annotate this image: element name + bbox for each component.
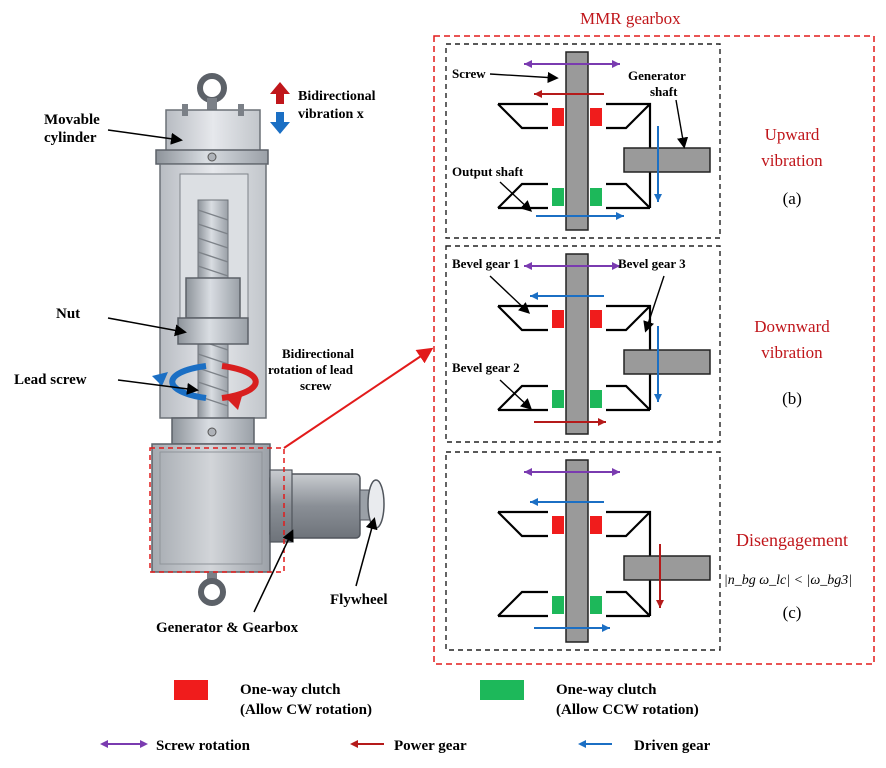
mode-a-tag: (a) bbox=[783, 189, 802, 208]
panel-b-screw-rotation-arrow-head bbox=[612, 262, 620, 270]
mode-a-title-line2: vibration bbox=[761, 151, 823, 170]
legend-driven-gear: Driven gear bbox=[634, 738, 711, 754]
label-screw: Screw bbox=[452, 66, 486, 81]
label-rotation-line1: Bidirectional bbox=[282, 346, 354, 361]
panel-a-clutch-red-right bbox=[590, 108, 602, 126]
label-generator-shaft-line1: Generator bbox=[628, 68, 686, 83]
label-rotation-line3: screw bbox=[300, 378, 332, 393]
mode-c-tag: (c) bbox=[783, 603, 802, 622]
mode-b-tag: (b) bbox=[782, 389, 802, 408]
panel-c-clutch-green-right bbox=[590, 596, 602, 614]
panel-a-clutch-green-right bbox=[590, 188, 602, 206]
panel-b-clutch-green-right bbox=[590, 390, 602, 408]
panel-b-generator-shaft bbox=[623, 349, 711, 375]
panel-c-gear-lower bbox=[497, 590, 651, 618]
label-generator-gearbox: Generator & Gearbox bbox=[156, 620, 299, 636]
label-output-shaft: Output shaft bbox=[452, 164, 524, 179]
screw-threads bbox=[197, 209, 229, 407]
label-lead-screw: Lead screw bbox=[14, 372, 87, 388]
mmr-outer-box bbox=[433, 35, 875, 665]
panel-c-clutch-green-left bbox=[552, 596, 564, 614]
label-flywheel: Flywheel bbox=[330, 592, 388, 608]
panel-c-clutch-red-right bbox=[590, 516, 602, 534]
legend-cw-line2: (Allow CW rotation) bbox=[240, 702, 372, 718]
legend-ccw-line2: (Allow CCW rotation) bbox=[556, 702, 699, 718]
panel-c-generator-arrow-head bbox=[656, 600, 664, 608]
label-movable-line2: cylinder bbox=[44, 130, 97, 146]
panel-b-clutch-green-left bbox=[552, 390, 564, 408]
legend-green-swatch bbox=[480, 680, 524, 700]
panel-c-driven-arrow-head bbox=[530, 498, 538, 506]
legend-cw-line1: One-way clutch bbox=[240, 682, 341, 698]
top-cap bbox=[165, 109, 261, 155]
panel-c-driven-arrow-lower-head bbox=[602, 624, 610, 632]
panel-c-screw-rotation-arrow-tail bbox=[524, 468, 532, 476]
panel-b-screw-shaft bbox=[565, 253, 589, 435]
panel-c-screw-rotation-arrow-head bbox=[612, 468, 620, 476]
mode-c-condition: |n_bg ω_lc| < |ω_bg3| bbox=[724, 573, 852, 588]
legend: One-way clutch (Allow CW rotation) One-w… bbox=[100, 680, 711, 754]
mode-c-title: Disengagement bbox=[736, 530, 848, 550]
nut bbox=[185, 277, 241, 319]
label-generator-shaft-line2: shaft bbox=[650, 84, 678, 99]
legend-red-swatch bbox=[174, 680, 208, 700]
eye-bolt-bottom bbox=[198, 578, 226, 606]
panel-b-gear-lower bbox=[497, 384, 651, 412]
vibration-arrow-down bbox=[270, 112, 290, 134]
panel-a-power-arrow-head bbox=[534, 90, 542, 98]
mmr-title: MMR gearbox bbox=[580, 9, 681, 28]
label-rotation-line2: rotation of lead bbox=[268, 362, 354, 377]
panel-c-generator-shaft bbox=[623, 555, 711, 581]
panel-a-clutch-red-left bbox=[552, 108, 564, 126]
panel-a-frame bbox=[445, 43, 721, 239]
panel-a-gear-outline bbox=[497, 102, 652, 208]
rotation-arrow-blue bbox=[169, 363, 207, 401]
panel-c-screw-shaft bbox=[565, 459, 589, 643]
gearbox-highlight-box bbox=[149, 447, 285, 573]
panel-b-clutch-red-left bbox=[552, 310, 564, 328]
label-vibration-line1: Bidirectional bbox=[298, 89, 376, 104]
panel-a-screw-rotation-arrow-head bbox=[612, 60, 620, 68]
panel-b-screw-rotation-arrow-tail bbox=[524, 262, 532, 270]
label-vibration-line2: vibration x bbox=[298, 107, 364, 122]
panel-b-clutch-red-right bbox=[590, 310, 602, 328]
panel-a-screw-shaft bbox=[565, 51, 589, 231]
panel-a-driven-arrow-head bbox=[616, 212, 624, 220]
mode-b-title-line1: Downward bbox=[754, 317, 830, 336]
legend-power-gear: Power gear bbox=[394, 738, 467, 754]
zoom-arrow bbox=[283, 347, 434, 449]
panel-b-generator-arrow-head bbox=[654, 394, 662, 402]
panel-c-gear-outline bbox=[497, 510, 652, 616]
vibration-arrow-up bbox=[270, 82, 290, 104]
mode-b-title-line2: vibration bbox=[761, 343, 823, 362]
device-illustration bbox=[107, 73, 434, 613]
panel-a-screw-rotation-arrow-tail bbox=[524, 60, 532, 68]
label-bevel-gear-2: Bevel gear 2 bbox=[452, 360, 520, 375]
label-bevel-gear-3: Bevel gear 3 bbox=[618, 256, 686, 271]
panel-b-frame bbox=[445, 245, 721, 443]
rotation-arrow-red bbox=[221, 363, 259, 401]
panel-b-driven-arrow-head bbox=[530, 292, 538, 300]
label-movable-line1: Movable bbox=[44, 112, 100, 128]
gearbox-housing bbox=[151, 443, 271, 573]
label-bevel-gear-1: Bevel gear 1 bbox=[452, 256, 520, 271]
panel-b-power-arrow-head bbox=[598, 418, 606, 426]
legend-screw-rotation: Screw rotation bbox=[156, 738, 251, 754]
panel-a-clutch-green-left bbox=[552, 188, 564, 206]
panel-c-clutch-red-left bbox=[552, 516, 564, 534]
panel-a-generator-shaft bbox=[623, 147, 711, 173]
flywheel bbox=[367, 479, 385, 529]
eye-bolt-top bbox=[197, 73, 227, 103]
panel-a-generator-arrow-head bbox=[654, 194, 662, 202]
legend-ccw-line1: One-way clutch bbox=[556, 682, 657, 698]
label-nut: Nut bbox=[56, 306, 80, 322]
panel-c-frame bbox=[445, 451, 721, 651]
mode-a-title-line1: Upward bbox=[765, 125, 820, 144]
mode-panels bbox=[445, 43, 721, 651]
